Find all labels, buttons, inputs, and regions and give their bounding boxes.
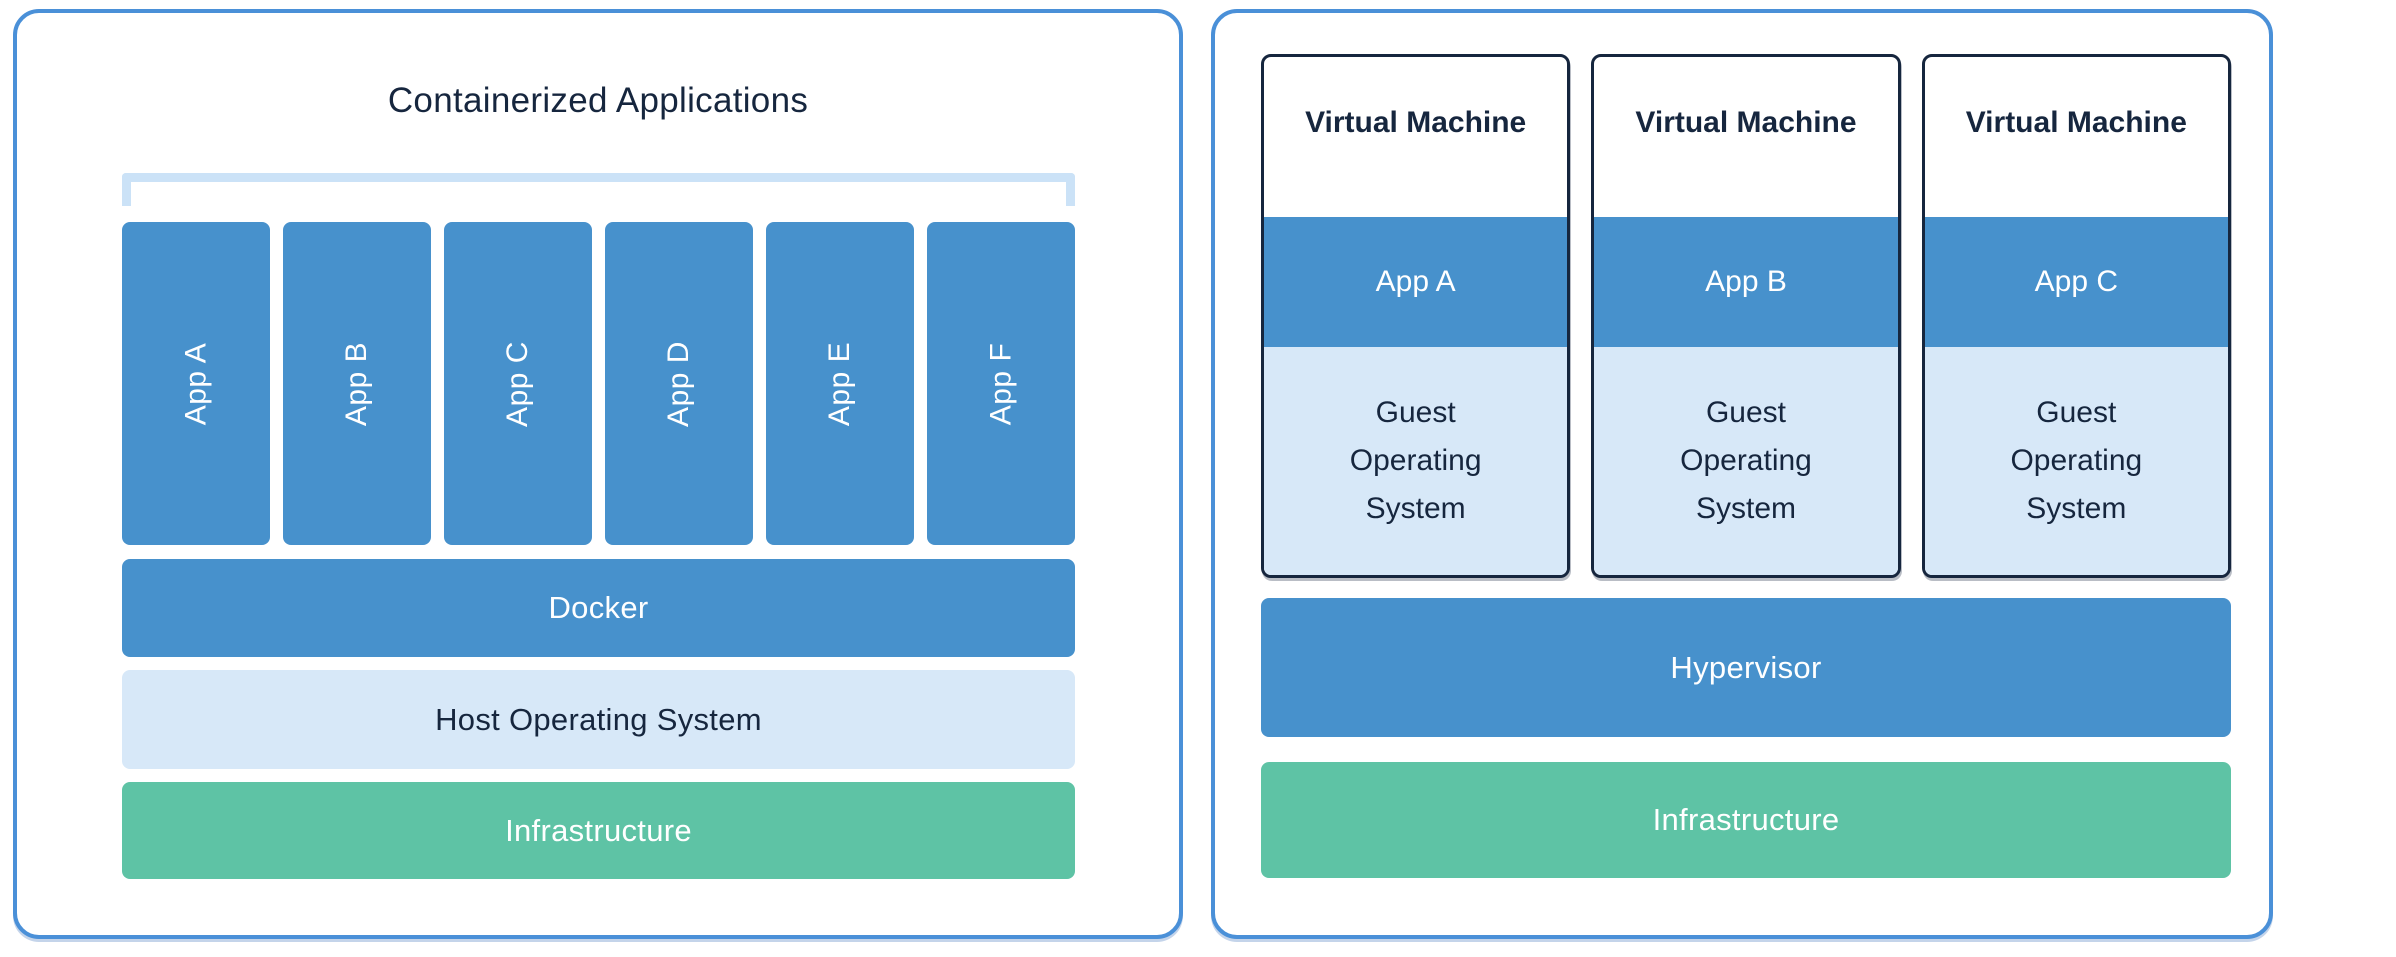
container-app-bar: App F — [927, 222, 1075, 545]
container-app-bar: App E — [766, 222, 914, 545]
infrastructure-layer-label: Infrastructure — [505, 812, 692, 848]
vm-guest-os-label: Guest Operating System — [1680, 396, 1812, 525]
vm-guest-os-layer: Guest Operating System — [1594, 347, 1898, 575]
vm-app-layer: App A — [1264, 217, 1568, 347]
vm-box: Virtual Machine App A Guest Operating Sy… — [1261, 54, 1571, 578]
container-app-bar: App C — [444, 222, 592, 545]
containers-panel: Containerized Applications App A App B A… — [13, 9, 1183, 939]
containers-panel-title: Containerized Applications — [387, 81, 809, 120]
vm-app-layer: App C — [1924, 217, 2228, 347]
vm-title: Virtual Machine — [1305, 106, 1527, 139]
vm-row: Virtual Machine App A Guest Operating Sy… — [1261, 54, 2231, 578]
container-app-bar: App D — [605, 222, 753, 545]
container-app-bar: App B — [283, 222, 431, 545]
vm-title: Virtual Machine — [1635, 106, 1857, 139]
vm-guest-os-layer: Guest Operating System — [1924, 347, 2228, 575]
hypervisor-layer: Hypervisor — [1261, 598, 2231, 737]
docker-layer-label: Docker — [548, 590, 649, 625]
hypervisor-layer-label: Hypervisor — [1670, 649, 1822, 685]
vm-box: Virtual Machine App B Guest Operating Sy… — [1591, 54, 1901, 578]
container-app-label: App A — [178, 342, 212, 425]
container-app-label: App E — [822, 341, 856, 426]
container-app-bar: App A — [122, 222, 270, 545]
vm-guest-os-layer: Guest Operating System — [1264, 347, 1568, 575]
container-app-label: App D — [661, 340, 695, 427]
docker-layer: Docker — [122, 559, 1075, 657]
vm-box: Virtual Machine App C Guest Operating Sy… — [1921, 54, 2231, 578]
vms-panel: Virtual Machine App A Guest Operating Sy… — [1211, 9, 2273, 939]
vm-title: Virtual Machine — [1965, 106, 2187, 139]
container-app-label: App B — [339, 341, 373, 426]
vm-app-layer: App B — [1594, 217, 1898, 347]
infrastructure-layer: Infrastructure — [122, 782, 1075, 879]
host-os-layer-label: Host Operating System — [435, 701, 762, 737]
apps-group-bracket — [122, 173, 1075, 206]
vm-guest-os-label: Guest Operating System — [2010, 396, 2143, 525]
vm-guest-os-label: Guest Operating System — [1349, 396, 1482, 525]
infrastructure-layer: Infrastructure — [1261, 762, 2231, 878]
container-app-label: App C — [500, 340, 534, 427]
container-apps-row: App A App B App C App D App E App F — [122, 222, 1075, 545]
host-os-layer: Host Operating System — [122, 670, 1075, 769]
infrastructure-layer-label: Infrastructure — [1652, 802, 1840, 837]
container-app-label: App F — [983, 342, 1017, 425]
